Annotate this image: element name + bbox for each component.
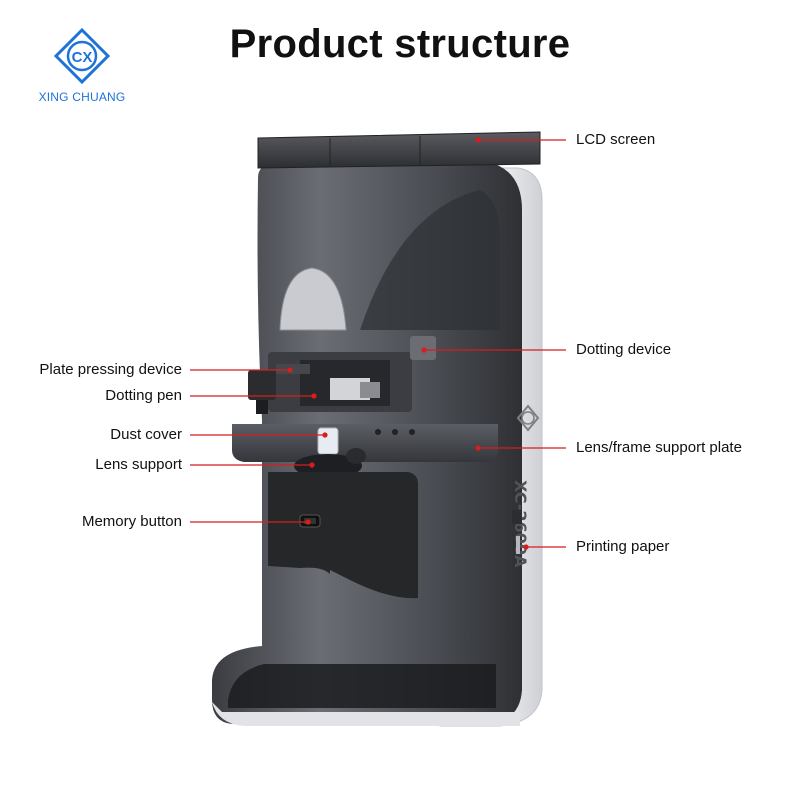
- label-dust-cover: Dust cover: [110, 426, 182, 443]
- label-printing-paper: Printing paper: [576, 538, 670, 555]
- label-memory-button: Memory button: [81, 513, 182, 530]
- label-plate-pressing-device: Plate pressing device: [39, 361, 182, 378]
- printing-paper-slot: [516, 536, 520, 554]
- side-brand-mark: [516, 404, 540, 432]
- device-dome: [279, 267, 347, 331]
- brand-logo-mark: CX: [72, 49, 93, 66]
- device-head-sweep: [360, 190, 500, 330]
- callout-leaders: [190, 137, 566, 550]
- brand-logo: CX XING CHUANG: [22, 24, 142, 114]
- lens-frame-support-plate: [232, 424, 498, 462]
- device-model-text: XC-2600A: [511, 480, 530, 568]
- plate-pressing-arm: [248, 370, 276, 400]
- label-dotting-pen: Dotting pen: [105, 387, 182, 404]
- page-title: Product structure: [229, 22, 571, 66]
- label-lcd-screen: LCD screen: [576, 131, 656, 148]
- printer-slot-icon: [512, 510, 522, 524]
- dust-cover: [317, 427, 339, 455]
- brand-logo-icon: CX: [53, 27, 111, 85]
- device-base-rim: [212, 702, 520, 726]
- lower-pedestal: [268, 472, 418, 599]
- lcd-screen-panel: [257, 131, 541, 169]
- device-base-opening: [228, 664, 496, 708]
- label-lens-frame-support-plate: Lens/frame support plate: [576, 439, 742, 456]
- brand-name: XING CHUANG: [38, 90, 126, 104]
- label-lens-support: Lens support: [95, 456, 182, 473]
- label-dotting-device: Dotting device: [576, 341, 672, 358]
